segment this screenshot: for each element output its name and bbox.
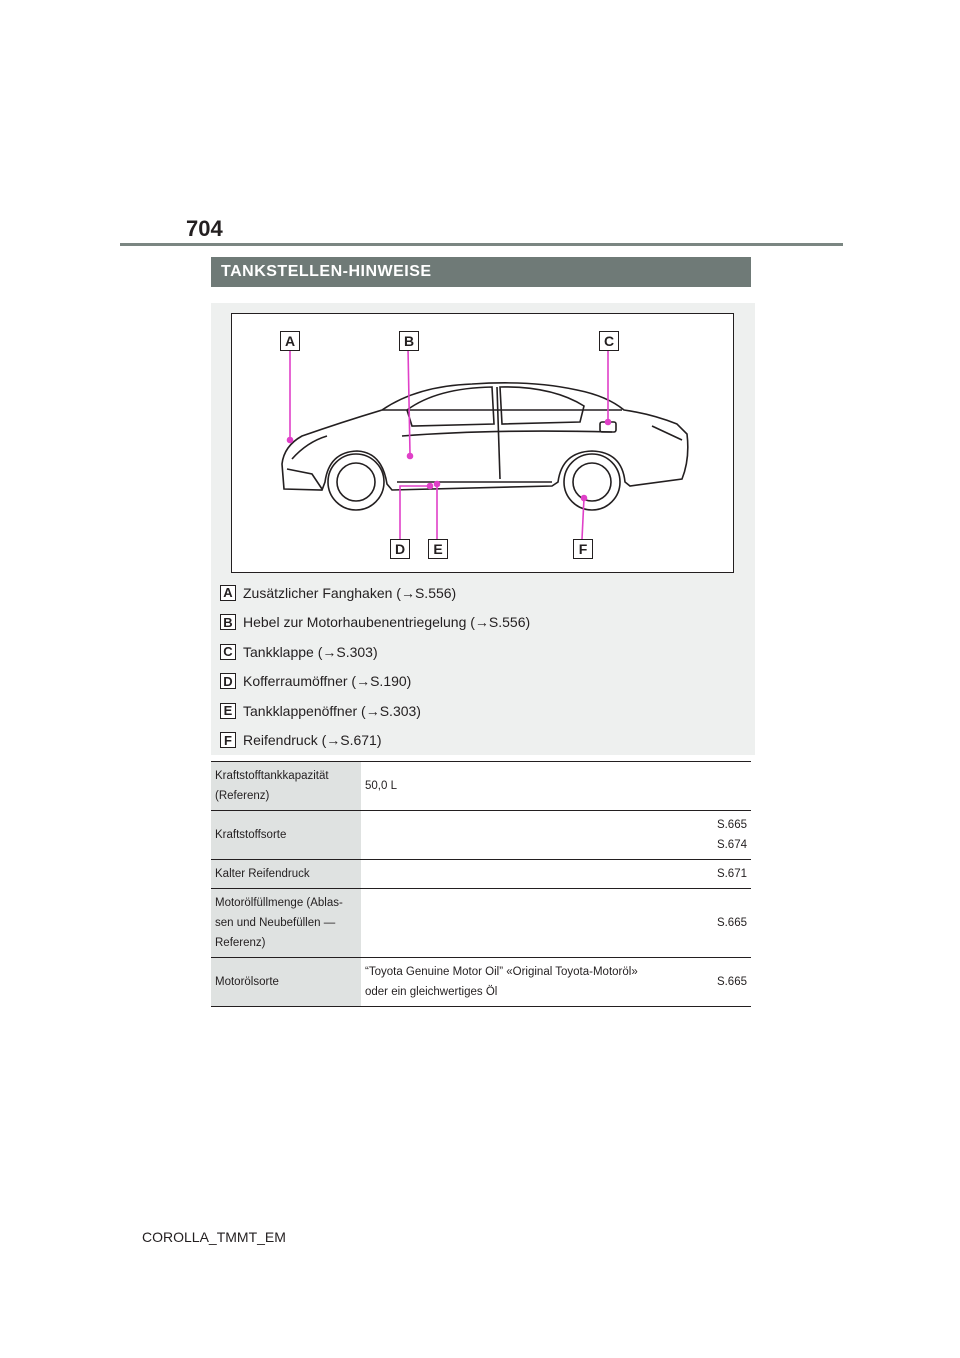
callout-f-label: F (573, 539, 593, 559)
vehicle-figure: A B C D E F (231, 313, 734, 573)
figure-legend: A Zusätzlicher Fanghaken (→S.556) B Hebe… (220, 578, 740, 755)
callout-pointers (286, 347, 612, 540)
page-reference: S.665 (716, 819, 747, 831)
callout-d-label: D (390, 539, 410, 559)
wheels (327, 453, 621, 511)
row-value (361, 859, 683, 889)
legend-key: E (220, 702, 236, 719)
value-line: oder ein gleichwertiges Öl (365, 986, 498, 998)
table-row: Kraftstofftankkapazität (Referenz) 50,0 … (211, 761, 751, 811)
callout-c-label: C (599, 331, 619, 351)
page-number: 704 (186, 216, 223, 241)
callout-a-label: A (280, 331, 300, 351)
table-row: Kraftstoffsorte S.665 S.674 (211, 810, 751, 860)
table-row: Motorölsorte “Toyota Genuine Motor Oil” … (211, 957, 751, 1007)
legend-item-c: C Tankklappe (→S.303) (220, 637, 740, 667)
header-rule (120, 243, 843, 246)
row-label: Kraftstoffsorte (211, 810, 361, 860)
legend-text: Hebel zur Motorhaubenentriegelung (→S.55… (243, 614, 531, 631)
page-reference: S.674 (716, 839, 747, 851)
legend-text: Kofferraumöffner (→S.190) (243, 673, 412, 690)
page-reference: S.671 (683, 859, 751, 889)
callout-e-label: E (428, 539, 448, 559)
legend-text: Zusätzlicher Fanghaken (→S.556) (243, 584, 457, 601)
legend-key: B (220, 614, 236, 631)
label-line: (Referenz) (215, 790, 270, 802)
legend-item-d: D Kofferraumöffner (→S.190) (220, 667, 740, 697)
row-value: “Toyota Genuine Motor Oil” «Original Toy… (361, 957, 683, 1007)
page-reference: S.665 (683, 888, 751, 958)
legend-item-f: F Reifendruck (→S.671) (220, 726, 740, 756)
car-side-view-illustration (281, 347, 689, 540)
car-outline (281, 382, 689, 491)
document-footer: COROLLA_TMMT_EM (142, 1229, 286, 1245)
row-value (361, 888, 683, 958)
label-line: Kraftstofftankkapazität (215, 770, 329, 782)
legend-key: A (220, 584, 236, 601)
label-line: Referenz) (215, 937, 266, 949)
fuel-spec-table: Kraftstofftankkapazität (Referenz) 50,0 … (211, 761, 751, 1007)
table-row: Motorölfüllmenge (Ablas- sen und Neubefü… (211, 888, 751, 958)
row-reference: S.665 S.674 (683, 810, 751, 860)
legend-item-b: B Hebel zur Motorhaubenentriegelung (→S.… (220, 608, 740, 638)
legend-text: Tankklappe (→S.303) (243, 643, 378, 660)
legend-text: Reifendruck (→S.671) (243, 732, 382, 749)
page-reference: S.665 (683, 957, 751, 1007)
legend-key: C (220, 643, 236, 660)
row-value: 50,0 L (361, 761, 751, 811)
label-line: Motorölfüllmenge (Ablas- (215, 897, 343, 909)
value-line: “Toyota Genuine Motor Oil” «Original Toy… (365, 966, 638, 978)
row-label: Motorölfüllmenge (Ablas- sen und Neubefü… (211, 888, 361, 958)
legend-item-a: A Zusätzlicher Fanghaken (→S.556) (220, 578, 740, 608)
row-label: Kraftstofftankkapazität (Referenz) (211, 761, 361, 811)
legend-key: D (220, 673, 236, 690)
row-label: Kalter Reifendruck (211, 859, 361, 889)
section-title: TANKSTELLEN-HINWEISE (211, 257, 751, 287)
legend-item-e: E Tankklappenöffner (→S.303) (220, 696, 740, 726)
table-row: Kalter Reifendruck S.671 (211, 859, 751, 889)
callout-b-label: B (399, 331, 419, 351)
row-label: Motorölsorte (211, 957, 361, 1007)
legend-key: F (220, 732, 236, 749)
label-line: sen und Neubefüllen — (215, 917, 336, 929)
legend-text: Tankklappenöffner (→S.303) (243, 702, 421, 719)
row-value (361, 810, 683, 860)
